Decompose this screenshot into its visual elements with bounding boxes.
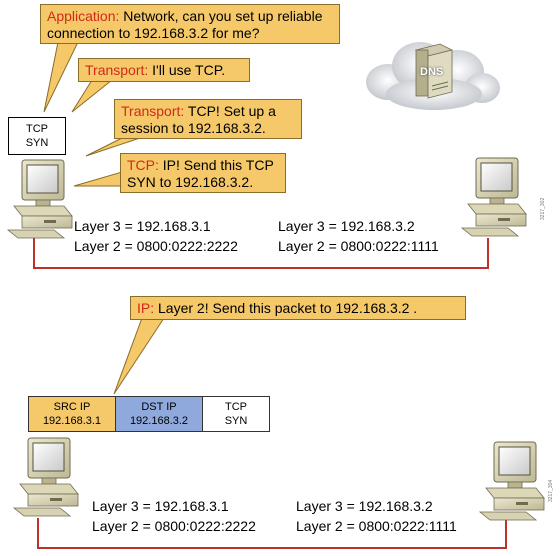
host-layer3: Layer 3 = 192.168.3.2 bbox=[278, 218, 415, 234]
figure-id-top: 3217_302 bbox=[540, 197, 546, 220]
top-right-host-addresses: Layer 3 = 192.168.3.2 Layer 2 = 0800:022… bbox=[278, 216, 439, 256]
tcp-syn-line1: TCP bbox=[225, 401, 247, 413]
callout-transport-session: Transport: TCP! Set up a session to 192.… bbox=[114, 99, 302, 139]
top-right-computer-icon bbox=[461, 157, 527, 237]
packet-dst-ip-cell: DST IP 192.168.3.2 bbox=[115, 396, 203, 432]
packet-tcp-syn-cell: TCP SYN bbox=[202, 396, 270, 432]
callout-text: IP! Send this TCP SYN to 192.168.3.2. bbox=[127, 157, 274, 190]
callout-ip-layer2: IP: Layer 2! Send this packet to 192.168… bbox=[130, 296, 466, 320]
tcp-syn-segment-box: TCP SYN bbox=[8, 117, 66, 155]
callout-text: TCP! Set up a session to 192.168.3.2. bbox=[121, 103, 276, 136]
callout-lead: TCP: bbox=[127, 157, 159, 173]
dst-ip-value: 192.168.3.2 bbox=[129, 415, 189, 427]
bottom-left-host-addresses: Layer 3 = 192.168.3.1 Layer 2 = 0800:022… bbox=[92, 496, 256, 536]
host-layer2: Layer 2 = 0800:0222:1111 bbox=[278, 238, 439, 254]
callout-tcp-ip: TCP: IP! Send this TCP SYN to 192.168.3.… bbox=[120, 153, 286, 193]
packet-src-ip-cell: SRC IP 192.168.3.1 bbox=[28, 396, 116, 432]
callout-tail-ip bbox=[113, 317, 165, 395]
callout-lead: Transport: bbox=[121, 103, 185, 119]
top-left-host-addresses: Layer 3 = 192.168.3.1 Layer 2 = 0800:022… bbox=[74, 216, 238, 256]
tcp-syn-line2: SYN bbox=[25, 137, 49, 149]
host-layer3: Layer 3 = 192.168.3.1 bbox=[92, 498, 229, 514]
host-layer3: Layer 3 = 192.168.3.1 bbox=[74, 218, 211, 234]
bottom-left-computer-icon bbox=[13, 437, 79, 517]
figure-id-bottom: 3217_304 bbox=[548, 479, 554, 502]
callout-lead: Transport: bbox=[85, 62, 149, 78]
callout-tail-application bbox=[43, 41, 79, 113]
src-ip-value: 192.168.3.1 bbox=[42, 415, 102, 427]
callout-text: Network, can you set up reliable connect… bbox=[47, 8, 323, 41]
callout-application: Application: Network, can you set up rel… bbox=[40, 4, 340, 44]
packet-diagram: SRC IP 192.168.3.1 DST IP 192.168.3.2 TC… bbox=[28, 396, 270, 432]
bottom-network-wire bbox=[37, 518, 507, 549]
dns-server-icon bbox=[414, 43, 454, 99]
callout-tail-transport-1 bbox=[71, 79, 114, 113]
callout-transport-tcp: Transport: I'll use TCP. bbox=[78, 58, 250, 82]
host-layer3: Layer 3 = 192.168.3.2 bbox=[296, 498, 433, 514]
callout-text: Layer 2! Send this packet to 192.168.3.2… bbox=[154, 300, 418, 316]
callout-lead: IP: bbox=[137, 300, 155, 316]
top-network-wire bbox=[33, 238, 489, 269]
dst-ip-label: DST IP bbox=[141, 401, 177, 413]
top-left-computer-icon bbox=[7, 159, 73, 239]
tcp-syn-line2: SYN bbox=[224, 415, 248, 427]
tcp-syn-line1: TCP bbox=[26, 123, 48, 135]
src-ip-label: SRC IP bbox=[53, 401, 91, 413]
host-layer2: Layer 2 = 0800:0222:1111 bbox=[296, 518, 457, 534]
callout-lead: Application: bbox=[47, 8, 120, 24]
host-layer2: Layer 2 = 0800:0222:2222 bbox=[74, 238, 238, 254]
callout-tail-tcp bbox=[73, 171, 123, 187]
callout-text: I'll use TCP. bbox=[148, 62, 226, 78]
bottom-right-computer-icon bbox=[479, 441, 545, 521]
bottom-right-host-addresses: Layer 3 = 192.168.3.2 Layer 2 = 0800:022… bbox=[296, 496, 457, 536]
dns-label: DNS bbox=[420, 66, 444, 78]
host-layer2: Layer 2 = 0800:0222:2222 bbox=[92, 518, 256, 534]
